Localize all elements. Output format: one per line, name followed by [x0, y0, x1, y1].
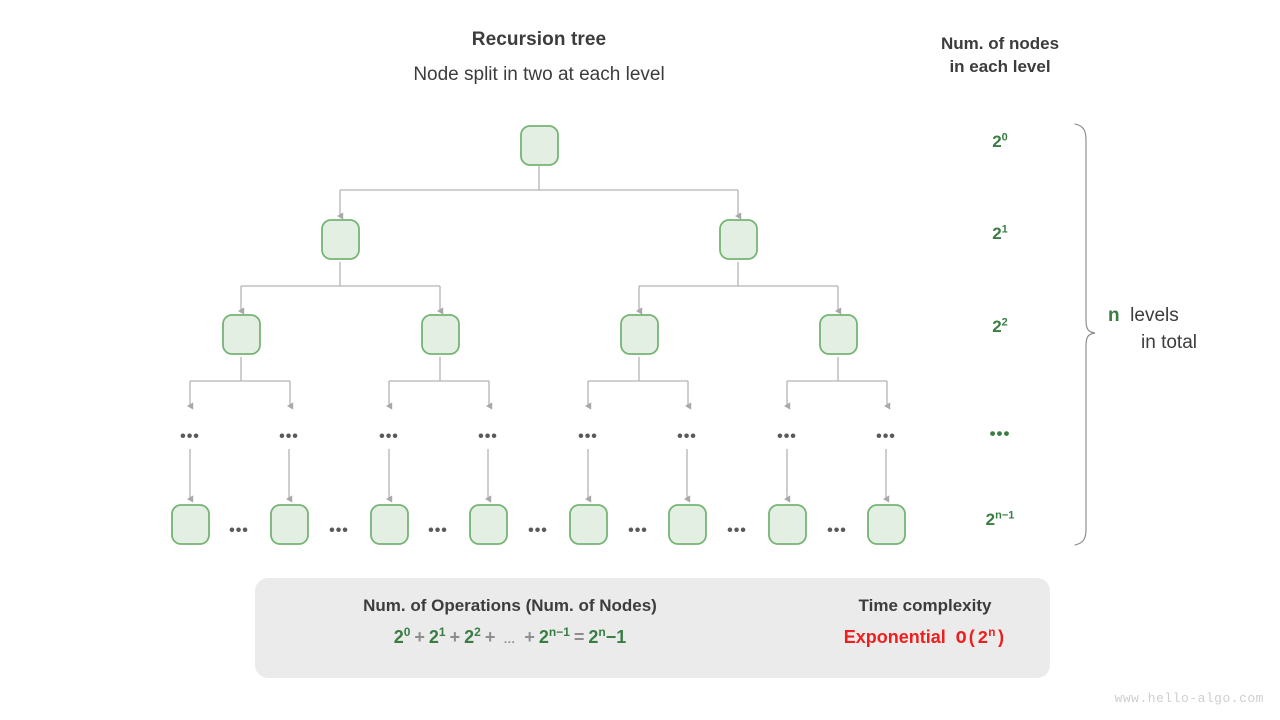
tree-node[interactable] — [867, 504, 906, 545]
tree-ellipsis: ••• — [279, 428, 299, 445]
tree-gap-ellipsis: ••• — [329, 522, 349, 539]
formula-term-1: 2 — [393, 627, 404, 647]
level-count-1-base: 2 — [992, 224, 1002, 243]
tree-node[interactable] — [270, 504, 309, 545]
level-count-ellipsis: ••• — [989, 424, 1011, 443]
tree-node[interactable] — [620, 314, 659, 355]
formula-term-3: 2 — [464, 627, 475, 647]
tree-gap-ellipsis: ••• — [428, 522, 448, 539]
total-levels-note: n levels in total — [1108, 303, 1258, 357]
complexity-bigo-exp: n — [988, 626, 996, 640]
tree-gap-ellipsis: ••• — [827, 522, 847, 539]
formula-op-3: + — [484, 627, 496, 647]
total-levels-label-line2: in total — [1141, 331, 1197, 353]
formula-equals: = — [573, 627, 585, 647]
tree-gap-ellipsis: ••• — [628, 522, 648, 539]
tree-gap-ellipsis: ••• — [727, 522, 747, 539]
tree-node[interactable] — [520, 125, 559, 166]
page-subtitle: Node split in two at each level — [413, 64, 665, 85]
complexity-header: Time complexity — [858, 596, 992, 615]
nodes-column-header: Num. of nodes in each level — [870, 33, 1130, 79]
formula-op-2: + — [449, 627, 461, 647]
complexity-bigo-suffix: ) — [995, 629, 1007, 649]
level-count-n-1-exp: n−1 — [995, 509, 1015, 522]
level-count-1-exp: 1 — [1001, 223, 1008, 236]
tree-ellipsis: ••• — [578, 428, 598, 445]
tree-node[interactable] — [370, 504, 409, 545]
tree-connectors — [187, 166, 891, 503]
level-count-0: 20 — [940, 132, 1060, 152]
formula-result-tail: −1 — [605, 627, 627, 647]
tree-ellipsis: ••• — [677, 428, 697, 445]
tree-node[interactable] — [719, 219, 758, 260]
level-count-2-base: 2 — [992, 317, 1002, 336]
formula-term-2-exp: 1 — [438, 625, 446, 639]
tree-nodes — [171, 125, 906, 545]
total-levels-n-symbol: n — [1108, 305, 1120, 326]
nodes-column-header-line2: in each level — [949, 56, 1051, 76]
complexity-value: Exponential O(2n) — [805, 627, 1045, 649]
formula-ellipsis: … — [503, 632, 517, 646]
summary-panel: Num. of Operations (Num. of Nodes) 20+21… — [255, 578, 1050, 678]
tree-node[interactable] — [819, 314, 858, 355]
formula-op-1: + — [414, 627, 425, 647]
tree-node[interactable] — [768, 504, 807, 545]
formula-result-exp: n — [598, 625, 606, 639]
level-count-2: 22 — [940, 317, 1060, 337]
level-count-1: 21 — [940, 224, 1060, 244]
complexity-bigo-prefix: O(2 — [955, 629, 989, 649]
level-count-0-exp: 0 — [1001, 131, 1008, 144]
operations-formula: 20+21+22+…+2n−1=2n−1 — [270, 625, 750, 648]
nodes-column-header-line1: Num. of nodes — [940, 34, 1060, 53]
operations-header: Num. of Operations (Num. of Nodes) — [363, 596, 657, 615]
formula-term-4-exp: n−1 — [548, 625, 570, 639]
tree-ellipsis: ••• — [876, 428, 896, 445]
levels-brace-icon — [1074, 123, 1096, 546]
formula-term-3-exp: 2 — [474, 625, 481, 639]
tree-node[interactable] — [569, 504, 608, 545]
formula-term-4: 2 — [538, 627, 549, 647]
tree-node[interactable] — [222, 314, 261, 355]
tree-ellipsis: ••• — [478, 428, 498, 445]
formula-result-base: 2 — [588, 627, 599, 647]
level-count-n-1-base: 2 — [985, 510, 996, 529]
tree-ellipsis: ••• — [379, 428, 399, 445]
tree-node[interactable] — [171, 504, 210, 545]
tree-ellipsis: ••• — [180, 428, 200, 445]
operations-summary: Num. of Operations (Num. of Nodes) 20+21… — [270, 596, 750, 648]
total-levels-label-line1: levels — [1130, 305, 1179, 326]
level-count-n-1: 2n−1 — [940, 510, 1060, 530]
tree-gap-ellipsis: ••• — [528, 522, 548, 539]
complexity-summary: Time complexity Exponential O(2n) — [805, 596, 1045, 649]
complexity-label: Exponential — [843, 627, 946, 647]
watermark: www.hello-algo.com — [1114, 691, 1264, 706]
level-count-0-base: 2 — [992, 132, 1002, 151]
formula-term-1-exp: 0 — [403, 625, 411, 639]
tree-node[interactable] — [321, 219, 360, 260]
tree-ellipsis: ••• — [777, 428, 797, 445]
level-count-2-exp: 2 — [1001, 316, 1008, 329]
tree-gap-ellipsis: ••• — [229, 522, 249, 539]
tree-node[interactable] — [469, 504, 508, 545]
formula-op-4: + — [524, 627, 535, 647]
page-title: Recursion tree — [471, 29, 607, 50]
formula-term-2: 2 — [428, 627, 439, 647]
tree-node[interactable] — [668, 504, 707, 545]
tree-node[interactable] — [421, 314, 460, 355]
